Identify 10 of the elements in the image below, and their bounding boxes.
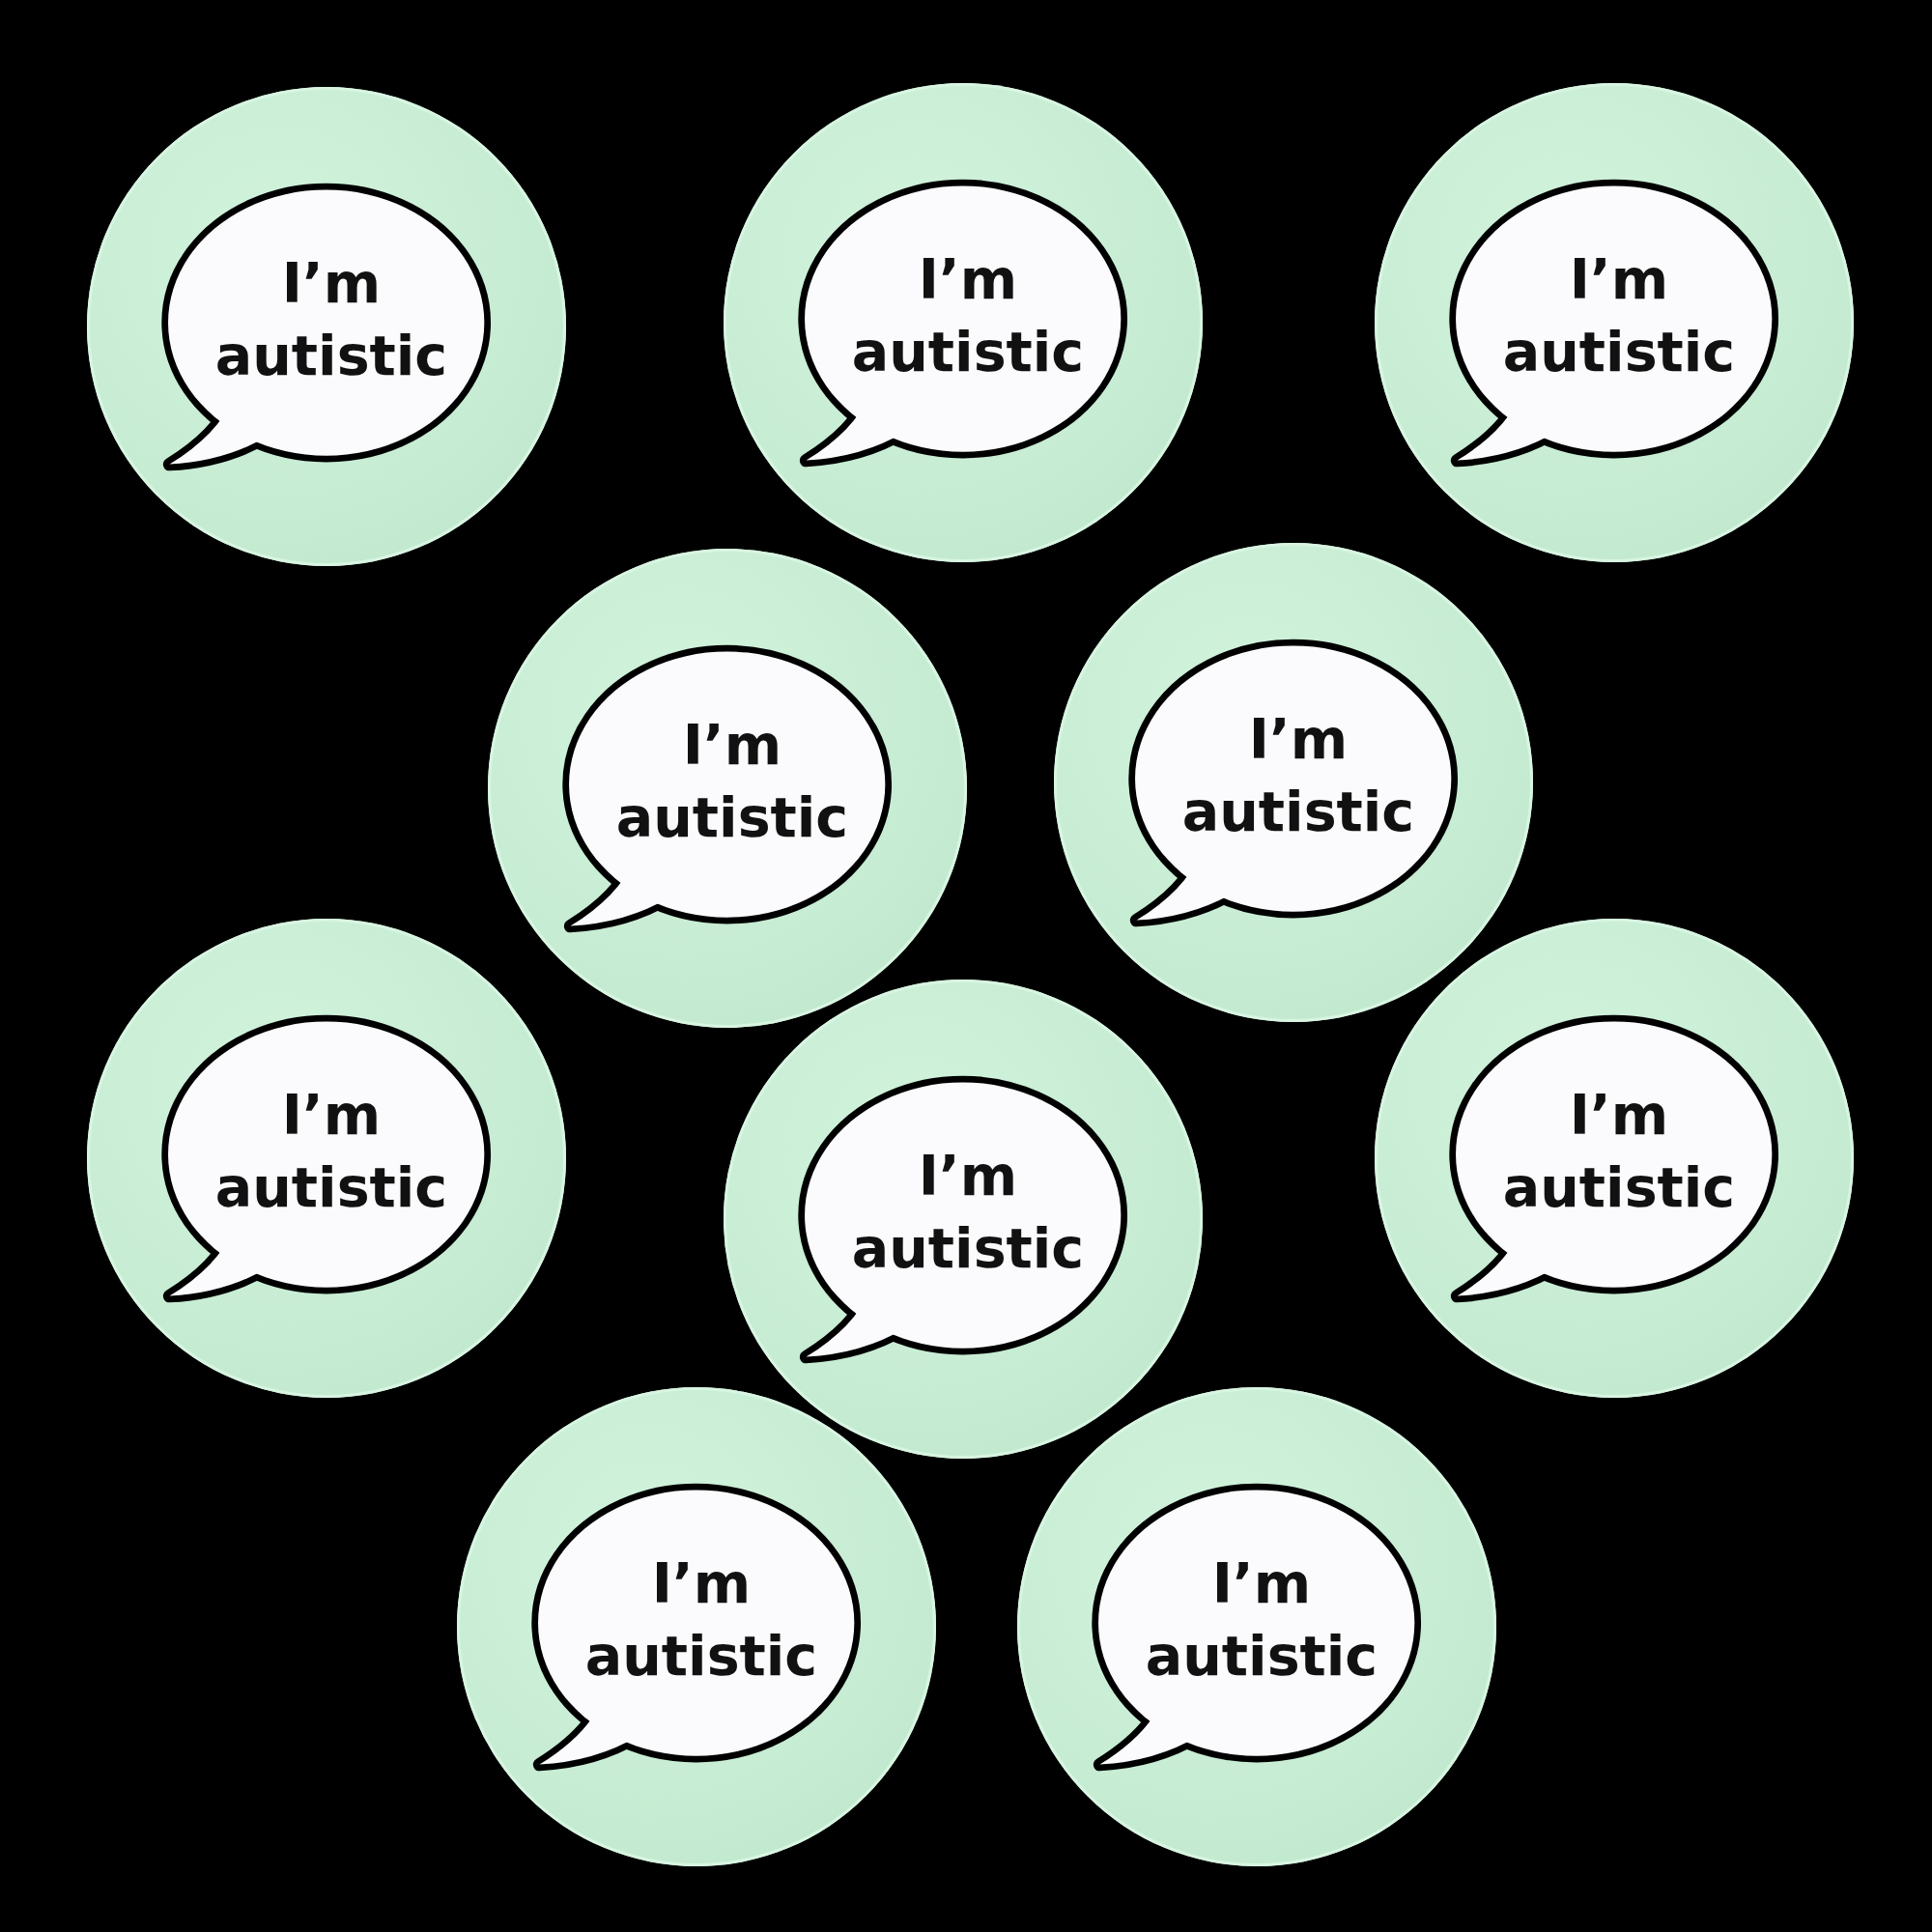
bubble-text: I’m autistic	[1501, 246, 1737, 385]
bubble-text: I’m autistic	[583, 1550, 819, 1690]
bubble-text: I’m autistic	[213, 1082, 449, 1221]
bubble-text: I’m autistic	[850, 246, 1086, 385]
bubble-text: I’m autistic	[213, 250, 449, 389]
bubble-text: I’m autistic	[1501, 1082, 1737, 1221]
bubble-text: I’m autistic	[614, 712, 850, 851]
bubble-text: I’m autistic	[1144, 1550, 1379, 1690]
bubble-text: I’m autistic	[1180, 706, 1416, 845]
bubble-text: I’m autistic	[850, 1143, 1086, 1282]
